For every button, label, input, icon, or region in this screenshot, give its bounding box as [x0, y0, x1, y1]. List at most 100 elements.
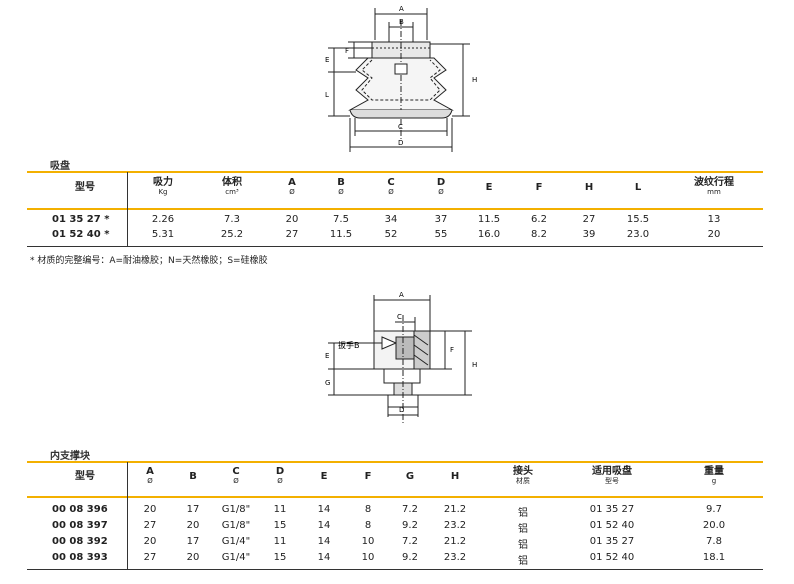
table2-cell: 铝	[518, 556, 528, 567]
table2-header-7: G	[405, 471, 415, 482]
dim-label-E: E	[325, 56, 329, 64]
table1-cell: 16.0	[477, 229, 501, 240]
table2-header-2: B	[189, 471, 197, 482]
dim-label-D2: D	[399, 406, 404, 414]
dim-label-F2: F	[450, 346, 454, 354]
dim-label-G2: G	[325, 379, 330, 387]
dim-label-A2: A	[399, 291, 404, 299]
table1-cell: 11.5	[329, 229, 353, 240]
table2-cell: 14	[317, 552, 331, 563]
table1-cell: 7.3	[224, 214, 240, 225]
table2-title: 内支撑块	[50, 451, 90, 462]
table1-cell: 8.2	[531, 229, 547, 240]
table1-header-8: F	[535, 182, 543, 193]
dim-label-D: D	[398, 139, 403, 147]
table2-cell: 14	[317, 536, 331, 547]
table2-cell: 20.0	[702, 520, 726, 531]
table2-cell: 00 08 392	[52, 536, 108, 547]
table2-cell: 7.2	[402, 536, 418, 547]
table1-cell: 27	[582, 214, 596, 225]
table2-cell: 01 52 40	[589, 552, 635, 563]
dim-label-E2: E	[325, 352, 329, 360]
table2-cell: 铝	[518, 524, 528, 535]
table2-cell: 27	[143, 520, 157, 531]
table2-cell: 15	[273, 520, 287, 531]
table1-header-9: H	[584, 182, 594, 193]
table1-cell: 20	[707, 229, 721, 240]
table2-cell: 20	[186, 552, 200, 563]
table2-cell: 10	[361, 536, 375, 547]
table1-cell: 7.5	[333, 214, 349, 225]
table1-cell: 37	[434, 214, 448, 225]
table2-header-8: H	[450, 471, 460, 482]
table2-cell: 8	[364, 504, 372, 515]
table2-cell: G1/4"	[221, 552, 251, 563]
table2-cell: G1/4"	[221, 536, 251, 547]
table2-cell: 11	[273, 504, 287, 515]
table2-cell: 14	[317, 520, 331, 531]
table1-cell: 2.26	[151, 214, 175, 225]
table2-cell: 21.2	[443, 504, 467, 515]
table2-header-9: 接头材质	[513, 466, 533, 485]
table2-cell: 9.2	[402, 520, 418, 531]
table1-cell: 01 52 40 *	[52, 229, 110, 240]
table2-header-6: F	[364, 471, 372, 482]
table2-cell: 01 35 27	[589, 504, 635, 515]
table2-header-5: E	[320, 471, 328, 482]
table2-cell: 23.2	[443, 520, 467, 531]
dim-label-C2: C	[397, 313, 402, 321]
table2-cell: 9.2	[402, 552, 418, 563]
table2-cell: 00 08 397	[52, 520, 108, 531]
table2-cell: 14	[317, 504, 331, 515]
table2-cell: G1/8"	[221, 504, 251, 515]
table1-title: 吸盘	[50, 161, 70, 172]
table1-cell: 01 35 27 *	[52, 214, 110, 225]
table1-cell: 34	[384, 214, 398, 225]
wrench-label: 扳手B	[338, 340, 360, 350]
table1-header-0: 型号	[75, 182, 95, 193]
table2-cell: 21.2	[443, 536, 467, 547]
table1-cell: 13	[707, 214, 721, 225]
dim-label-B: B	[399, 18, 404, 26]
table2-cell: 20	[186, 520, 200, 531]
table2-cell: G1/8"	[221, 520, 251, 531]
table2-cell: 18.1	[702, 552, 726, 563]
support-block-drawing: A C 扳手B E G F H D	[325, 291, 477, 425]
dim-label-H: H	[472, 76, 477, 84]
table2-cell: 7.2	[402, 504, 418, 515]
table2-cell: 20	[143, 504, 157, 515]
table1-cell: 15.5	[626, 214, 650, 225]
table1-cell: 55	[434, 229, 448, 240]
table2-cell: 01 35 27	[589, 536, 635, 547]
table2-cell: 铝	[518, 540, 528, 551]
dim-label-C: C	[398, 123, 403, 131]
material-note: * 材质的完整编号：A=耐油橡胶；N=天然橡胶；S=硅橡胶	[30, 256, 268, 266]
table2-cell: 01 52 40	[589, 520, 635, 531]
table1-cell: 25.2	[220, 229, 244, 240]
table1-cell: 52	[384, 229, 398, 240]
table2-header-10: 适用吸盘型号	[592, 466, 632, 485]
table1-header-7: E	[485, 182, 493, 193]
table2-cell: 10	[361, 552, 375, 563]
table2-cell: 7.8	[706, 536, 722, 547]
table2-cell: 00 08 396	[52, 504, 108, 515]
dim-label-L: L	[325, 91, 329, 99]
table2-cell: 17	[186, 536, 200, 547]
table1-cell: 6.2	[531, 214, 547, 225]
table1-cell: 27	[285, 229, 299, 240]
table2-header-0: 型号	[75, 471, 95, 482]
table1-cell: 5.31	[151, 229, 175, 240]
dim-label-F: F	[345, 47, 349, 55]
dim-label-A: A	[399, 5, 404, 13]
dim-label-H2: H	[472, 361, 477, 369]
table2-cell: 00 08 393	[52, 552, 108, 563]
